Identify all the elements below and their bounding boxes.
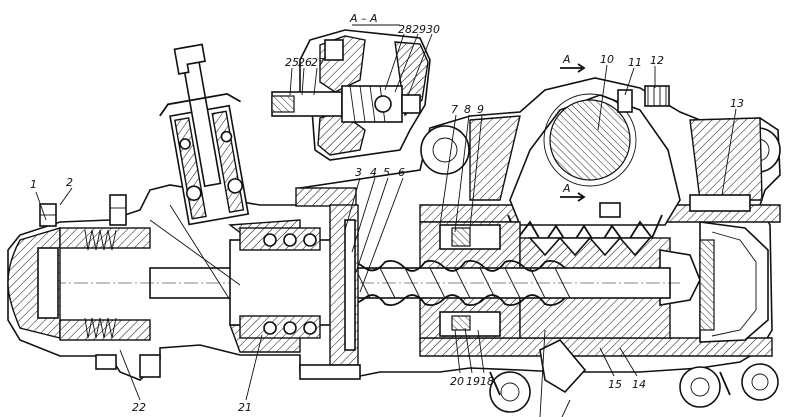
callout-22: 22 [132, 401, 146, 414]
callout-13: 13 [730, 97, 744, 110]
callout-6: 6 [398, 166, 405, 179]
left-mount-eye [420, 125, 470, 175]
callout-21: 21 [238, 401, 252, 414]
callout-18: 18 [480, 375, 494, 388]
callout-7: 7 [451, 103, 458, 116]
section-title: А – А [349, 12, 378, 25]
callout-25: 25 [285, 56, 299, 69]
sector-gear [507, 93, 681, 250]
leader-lines [35, 24, 737, 417]
callout-4: 4 [370, 166, 377, 179]
section-arrow-bottom: А [562, 182, 571, 195]
input-assembly [7, 194, 361, 380]
bottom-lug-center [679, 366, 721, 408]
callout-3: 3 [355, 166, 362, 179]
callout-9: 9 [477, 103, 484, 116]
callout-10: 10 [600, 53, 614, 66]
callout-12: 12 [650, 54, 664, 67]
control-valve [159, 43, 250, 226]
callout-28: 28 [398, 23, 412, 36]
callout-15: 15 [608, 378, 622, 391]
callout-29: 29 [412, 23, 426, 36]
callout-11: 11 [628, 56, 642, 69]
callout-1: 1 [30, 178, 37, 191]
callout-2: 2 [66, 176, 73, 189]
callout-8: 8 [464, 103, 471, 116]
callout-26: 26 [298, 56, 312, 69]
bottom-lug-left [489, 371, 531, 413]
callout-5: 5 [383, 166, 390, 179]
sector-shaft [549, 99, 631, 181]
fittings [539, 85, 751, 394]
bottom-lug-right [741, 363, 779, 401]
section-arrows: А А А – А [349, 12, 586, 202]
callout-30: 30 [426, 23, 440, 36]
callout-14: 14 [632, 378, 646, 391]
callout-27: 27 [311, 56, 325, 69]
end-cap [699, 221, 769, 343]
callout-20: 20 [450, 375, 464, 388]
callout-labels: 1 2 3 4 5 6 7 8 9 10 11 12 13 14 15 18 1… [30, 23, 744, 414]
section-arrow-top: А [562, 53, 571, 66]
top-flange [295, 187, 357, 207]
callout-19: 19 [466, 375, 480, 388]
section-inset [271, 29, 431, 161]
